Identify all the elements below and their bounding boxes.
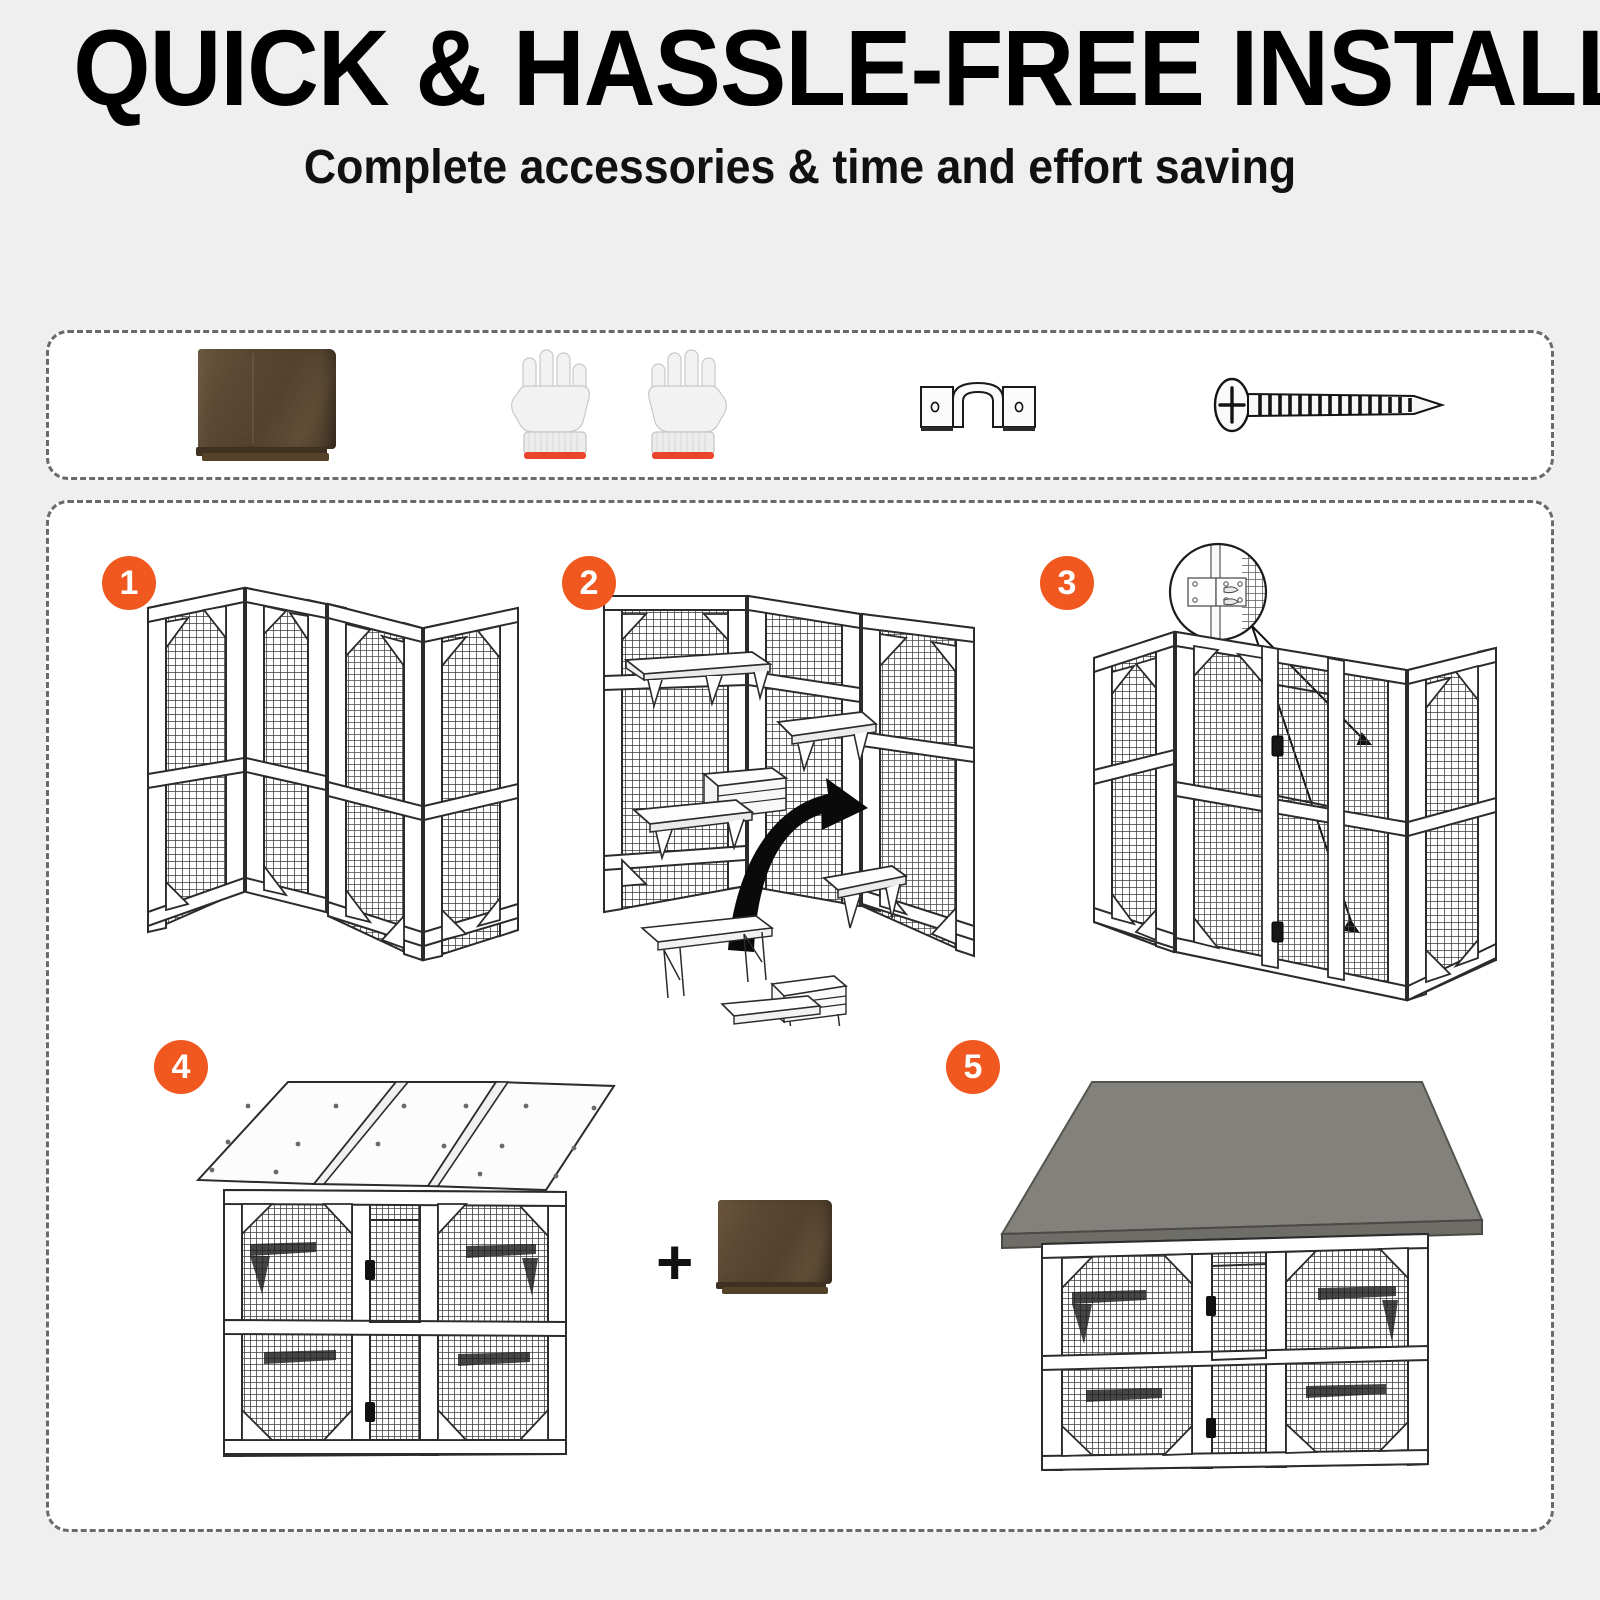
accessory-screw [1156,345,1512,465]
accessory-mounting-bracket [800,345,1156,465]
page-title: QUICK & HASSLE-FREE INSTALLATION [73,7,1600,128]
page-subtitle: Complete accessories & time and effort s… [303,141,1297,194]
accessory-waterproof-cover [89,345,445,465]
accessories-row [49,333,1551,477]
accessory-work-gloves [445,345,801,465]
accessories-panel [46,330,1554,480]
phillips-screw-icon [1214,377,1446,433]
pipe-strap-bracket-icon [919,381,1036,431]
white-knit-gloves-icon [507,346,737,464]
steps-panel [46,500,1554,1532]
folded-brown-tarp-icon [192,349,342,461]
page-header: QUICK & HASSLE-FREE INSTALLATION Complet… [0,0,1600,195]
